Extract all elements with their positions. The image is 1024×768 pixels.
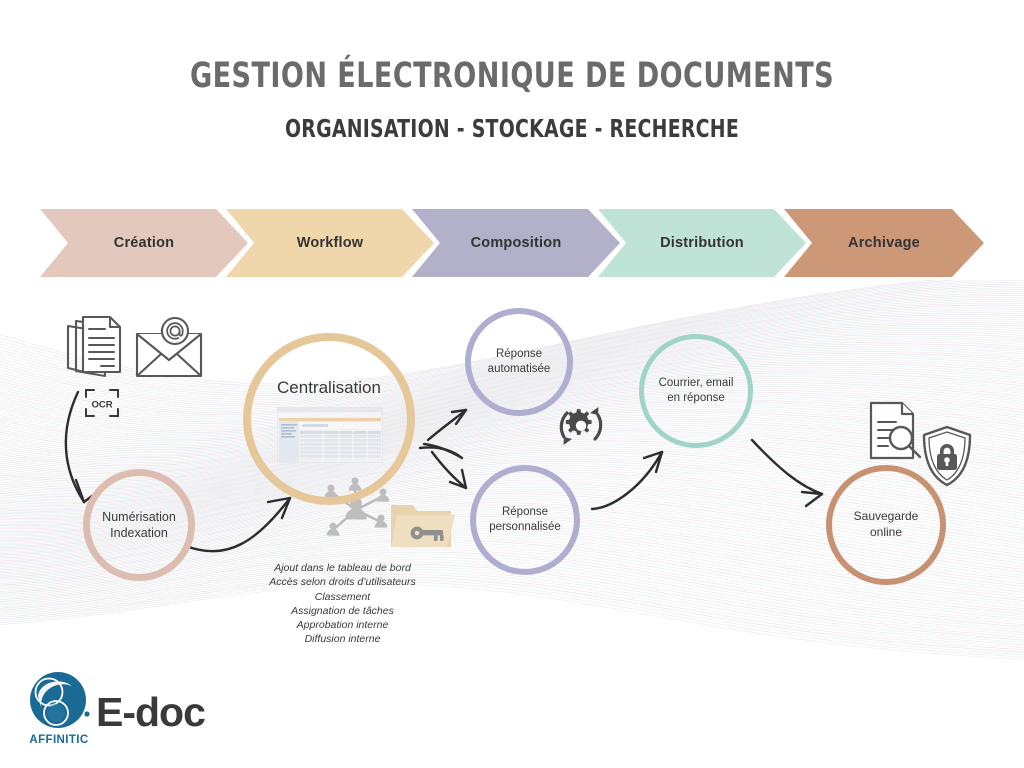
- node-label-line2: online: [869, 525, 903, 539]
- ocr-scan-icon: OCR: [85, 389, 119, 417]
- document-magnifier-icon: [869, 401, 922, 460]
- documents-stack-icon: [66, 315, 122, 378]
- node-centralisation[interactable]: Centralisation: [243, 333, 415, 505]
- banner-step-label: Composition: [470, 235, 562, 251]
- svg-text:OCR: OCR: [91, 400, 112, 411]
- node-label-line1: Courrier, email: [658, 376, 734, 389]
- node-label-line2: en réponse: [667, 392, 725, 404]
- shield-padlock-icon: [922, 425, 972, 487]
- page-title: GESTION ÉLECTRONIQUE DE DOCUMENTS: [189, 56, 835, 96]
- chevron-shape: [40, 209, 248, 277]
- workflow-details-list: Ajout dans le tableau de bord Accès selo…: [235, 561, 450, 647]
- node-numerisation[interactable]: Numérisation Indexation: [83, 469, 195, 581]
- banner-step-label: Création: [113, 235, 175, 251]
- product-name: E-doc: [96, 689, 206, 735]
- banner-step-workflow[interactable]: Workflow: [226, 209, 434, 277]
- email-at-icon: [135, 316, 203, 378]
- node-label-line2: Indexation: [110, 526, 168, 540]
- logo-company-name: AFFINITIC: [29, 734, 88, 746]
- banner-step-distribution[interactable]: Distribution: [598, 209, 806, 277]
- banner-step-creation[interactable]: Création: [40, 209, 248, 277]
- node-reponse-personnalisee[interactable]: Réponse personnalisée: [470, 465, 580, 575]
- list-item: Assignation de tâches: [291, 604, 394, 617]
- process-banner: Création Workflow Composition Distributi…: [40, 209, 984, 277]
- gear-refresh-cycle-icon: [559, 407, 603, 445]
- list-item: Approbation interne: [296, 619, 389, 632]
- chevron-shape: [226, 209, 434, 277]
- node-label-line2: personnalisée: [489, 521, 561, 533]
- chevron-shape: [784, 209, 984, 277]
- list-item: Accès selon droits d’utilisateurs: [269, 576, 416, 589]
- chevron-shape: [412, 209, 620, 277]
- node-reponse-automatisee[interactable]: Réponse automatisée: [465, 308, 573, 416]
- list-item: Diffusion interne: [304, 633, 381, 646]
- node-label: Centralisation: [277, 378, 381, 397]
- banner-step-label: Workflow: [296, 235, 364, 251]
- node-label-line2: automatisée: [487, 363, 551, 375]
- banner-step-label: Distribution: [660, 235, 744, 251]
- page-subtitle: ORGANISATION - STOCKAGE - RECHERCHE: [284, 114, 740, 143]
- node-label-line1: Réponse: [495, 347, 543, 360]
- affinitic-logo: AFFINITIC: [29, 672, 90, 746]
- list-item: Classement: [314, 590, 371, 603]
- node-label-line1: Numérisation: [102, 509, 176, 524]
- chevron-shape: [598, 209, 806, 277]
- node-courrier-email[interactable]: Courrier, email en réponse: [639, 334, 753, 448]
- banner-step-composition[interactable]: Composition: [412, 209, 620, 277]
- node-sauvegarde-online[interactable]: Sauvegarde online: [826, 465, 946, 585]
- folder-key-icon: [391, 505, 455, 547]
- list-item: Ajout dans le tableau de bord: [274, 562, 411, 574]
- node-label-line1: Sauvegarde: [853, 509, 919, 524]
- node-label-line1: Réponse: [501, 505, 549, 518]
- banner-step-archivage[interactable]: Archivage: [784, 209, 984, 277]
- banner-step-label: Archivage: [848, 235, 920, 251]
